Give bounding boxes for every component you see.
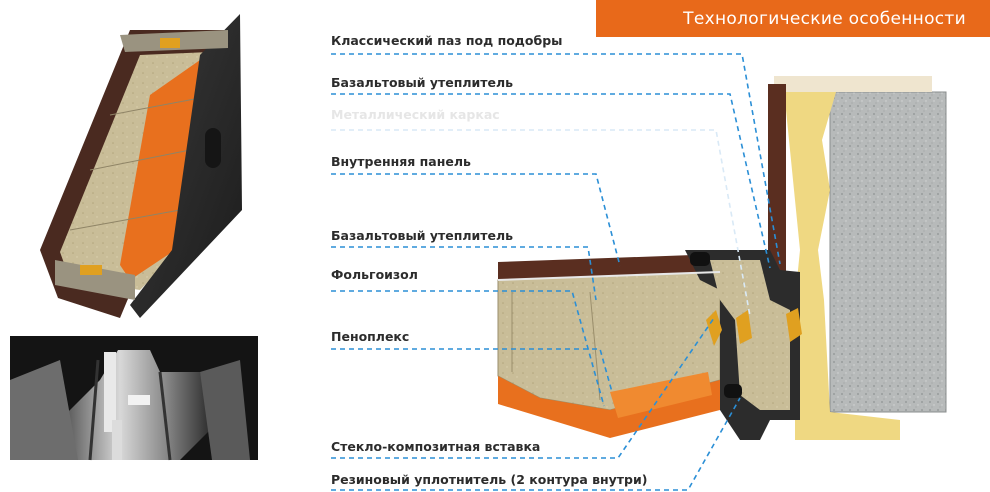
leader-basalt-insulation-1 — [331, 93, 771, 269]
leader-classic-groove — [331, 53, 781, 265]
header-banner: Технологические особенности — [596, 0, 990, 37]
label-glass-composite: Стекло-композитная вставка — [331, 439, 541, 454]
label-inner-panel: Внутренняя панель — [331, 154, 471, 169]
leader-glass-composite — [331, 317, 715, 459]
label-folgoizol: Фольгоизол — [331, 267, 418, 282]
label-rubber-seal: Резиновый уплотнитель (2 контура внутри) — [331, 472, 648, 487]
header-title: Технологические особенности — [683, 8, 966, 29]
label-penoplex: Пеноплекс — [331, 329, 410, 344]
metal-frame-photo — [10, 336, 258, 461]
label-basalt-insulation-2: Базальтовый утеплитель — [331, 228, 514, 243]
label-classic-groove: Классический паз под подобры — [331, 33, 563, 48]
label-basalt-insulation-1: Базальтовый утеплитель — [331, 75, 514, 90]
door-cutaway-illustration — [40, 14, 242, 318]
leader-penoplex — [331, 348, 613, 393]
leader-lines — [331, 53, 781, 491]
leader-inner-panel — [331, 173, 621, 267]
label-faded: Металлический каркас — [331, 107, 500, 122]
leader-rubber-seal — [331, 397, 741, 491]
leader-faded — [331, 129, 751, 317]
leader-basalt-insulation-2 — [331, 246, 597, 301]
